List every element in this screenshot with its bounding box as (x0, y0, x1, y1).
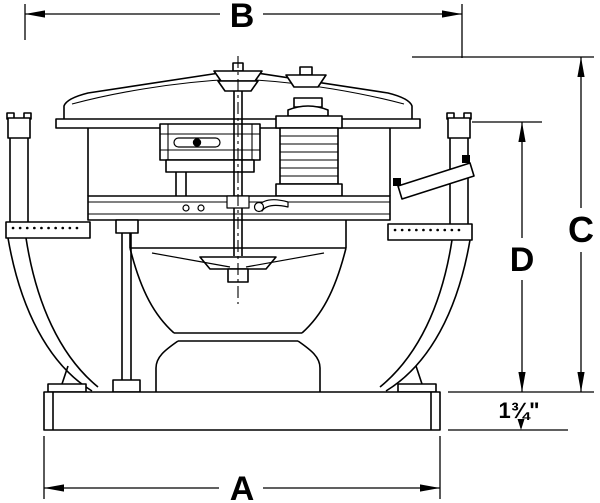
dimension-c: C (412, 56, 594, 393)
damper-flap (397, 162, 475, 200)
dim-label-d: D (510, 241, 535, 279)
dimension-annotations: B A C D (24, 0, 594, 503)
latch-handle (257, 199, 289, 212)
dim-label-a: A (230, 470, 255, 503)
dimension-d: D (472, 121, 542, 392)
motor-bracket (159, 123, 261, 196)
dim-label-b: B (230, 0, 255, 35)
support-leg (112, 219, 141, 393)
motor (275, 97, 343, 197)
fan-unit (5, 62, 475, 431)
dim-label-base-height: 1¾" (498, 398, 539, 423)
left-windband (5, 112, 99, 392)
drive-sheaves (213, 62, 327, 92)
base-curb-cap (43, 365, 441, 431)
dimension-base-height: 1¾" (448, 398, 568, 431)
dimension-a: A (43, 436, 441, 503)
right-windband (379, 112, 475, 392)
dim-label-c: C (568, 209, 594, 250)
dimension-b: B (24, 0, 463, 58)
